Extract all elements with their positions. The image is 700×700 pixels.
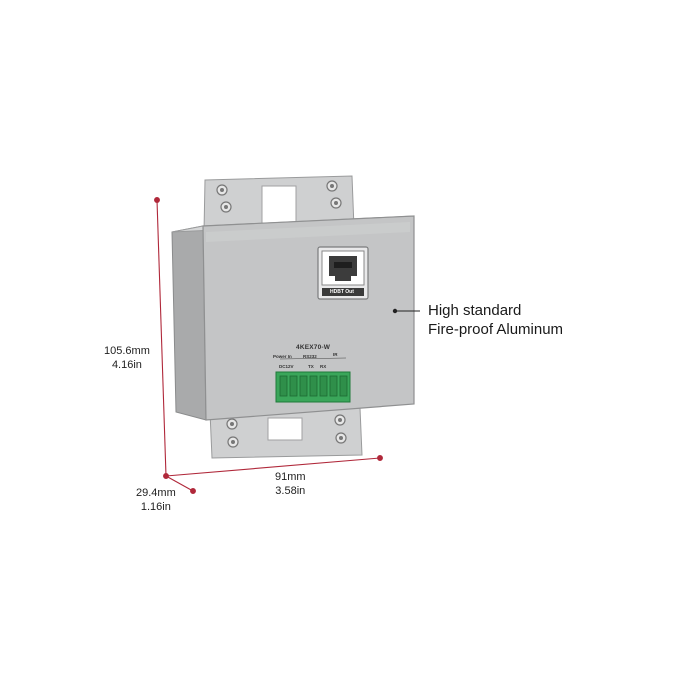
depth-dimension: 29.4mm 1.16in [136, 486, 176, 514]
hdbt-out-label: HDBT Out [330, 289, 354, 295]
callout-leader [392, 308, 420, 314]
depth-mm: 29.4mm [136, 487, 176, 499]
height-in: 4.16in [111, 359, 142, 371]
dimension-lines [154, 197, 383, 494]
model-label: 4KEX70-W [296, 344, 331, 351]
wall-plate [203, 175, 363, 459]
mounting-screws [216, 180, 347, 448]
callout-line-2: Fire-proof Aluminum [428, 321, 564, 338]
hdbt-out-port [317, 246, 369, 300]
depth-in: 1.16in [140, 501, 171, 513]
height-mm: 105.6mm [104, 345, 150, 357]
width-dimension: 91mm 3.58in [275, 470, 306, 498]
rs232-label: RS232 [303, 354, 317, 359]
pin-tx-label: TX [308, 364, 314, 369]
height-dimension: 105.6mm 4.16in [104, 344, 150, 372]
terminal-block [275, 357, 351, 403]
callout-text: High standard Fire-proof Aluminum [428, 301, 563, 339]
power-in-label: Power In [273, 354, 292, 359]
width-in: 3.58in [275, 485, 306, 497]
width-mm: 91mm [275, 471, 306, 483]
callout-line-1: High standard [428, 302, 522, 319]
ir-label: IR [333, 352, 338, 357]
pin-dc-label: DC12V [279, 364, 294, 369]
pin-rx-label: RX [320, 364, 327, 369]
